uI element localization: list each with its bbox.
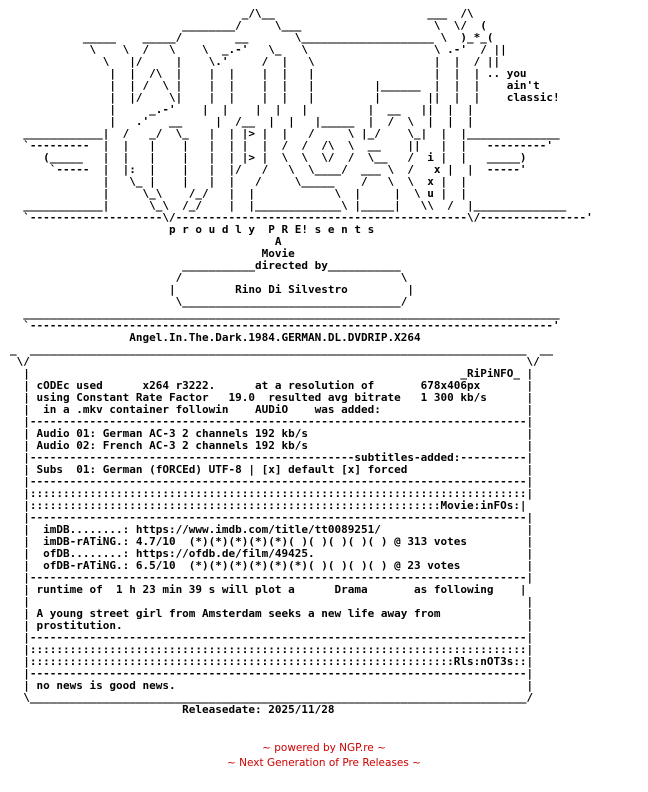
nfo-line: |---------------------------------------… (10, 415, 534, 428)
nfo-line: _____ _____/ __ \____________________ \ … (10, 31, 494, 44)
nfo-line: p r o u d l y P R E! s e n t s (10, 223, 375, 236)
nfo-line: |---------------------------------------… (10, 571, 534, 584)
nfo-line: | A young street girl from Amsterdam see… (10, 607, 534, 620)
nfo-line: |---------------------------------------… (10, 475, 534, 488)
nfo-line: | | (10, 595, 534, 608)
nfo-line: | ofDB-rATiNG.: 6.5/10 (*)(*)(*)(*)(*)(*… (10, 559, 534, 572)
nfo-line: | no news is good news. | (10, 679, 534, 692)
nfo-line: | \_\ /_/ | | \ | | \ u | | (10, 187, 467, 200)
nfo-line: \ \ / \ \ _.-' \_ \ \ .-' / || (10, 43, 507, 56)
nfo-line: A (10, 235, 282, 248)
nfo-line: | \_ | | | | / \_____ / \ \ x | | (10, 175, 467, 188)
site-footer: ~ powered by NGP.re ~ ~ Next Generation … (0, 741, 648, 771)
nfo-line: |:::::::::::::::::::::::::::::::::::::::… (10, 487, 534, 500)
nfo-line: | .' __ | /__ | | |_____ | / \ | | | (10, 115, 474, 128)
nfo-line: | Rino Di Silvestro | (10, 283, 414, 296)
nfo-text-block: _/\__ ___ /\ ________/ \___ \ \/ ( _____… (10, 8, 593, 716)
nfo-line: |:::::::::::::::::::::::::::::::::::::::… (10, 643, 534, 656)
nfo-line: `--------- | | | | | | | | / / /\ \ __ |… (10, 139, 554, 152)
nfo-line: | using Constant Rate Factor 19.0 result… (10, 391, 534, 404)
nfo-line: | Subs 01: German (fORCEd) UTF-8 | [x] d… (10, 463, 534, 476)
footer-tagline: ~ Next Generation of Pre Releases ~ (227, 757, 421, 769)
nfo-line: |---------------------------------------… (10, 511, 534, 524)
nfo-line: |---------------------------------------… (10, 667, 534, 680)
footer-powered-by[interactable]: ~ powered by NGP.re ~ (262, 742, 386, 754)
nfo-line: Angel.In.The.Dark.1984.GERMAN.DL.DVDRIP.… (10, 331, 421, 344)
nfo-line: Releasedate: 2025/11/28 (10, 703, 335, 716)
nfo-line: / \ (10, 271, 408, 284)
nfo-line: | Audio 02: French AC-3 2 channels 192 k… (10, 439, 534, 452)
nfo-line: ________/ \___ \ \/ ( (10, 19, 487, 32)
nfo-line: |:::::::::::::::::::::::::::::::::::::::… (10, 655, 534, 668)
nfo-line: `----- | |: | | | |/ / \ \____/ ___ \ / … (10, 163, 527, 176)
nfo-line: \/ \/ (10, 355, 540, 368)
nfo-line: _/\__ ___ /\ (10, 7, 474, 20)
nfo-line: ________________________________________… (10, 307, 560, 320)
nfo-line: | prostitution. | (10, 619, 534, 632)
nfo-line: ___________directed by___________ (10, 259, 401, 272)
nfo-line: | Audio 01: German AC-3 2 channels 192 k… (10, 427, 534, 440)
nfo-line: | |/ \| | | | | | | || | | classic! (10, 91, 560, 104)
nfo-line: | | / \ | | | | | | |______ | | | ain't (10, 79, 540, 92)
nfo-line: ____________| / _/ \_ | | |> | | / \ |_/… (10, 127, 560, 140)
nfo-line: \_______________________________________… (10, 691, 534, 704)
nfo-line: \_________________________________/ (10, 295, 408, 308)
nfo-line: Movie (10, 247, 295, 260)
nfo-line: |---------------------------------------… (10, 631, 534, 644)
nfo-line: `---------------------------------------… (10, 319, 560, 332)
nfo-line: `--------------------\/-----------------… (10, 211, 593, 224)
nfo-line: ____________| \_\ /_/ | |_____________\ … (10, 199, 567, 212)
nfo-line: | | /\ | | | | | | | | | .. you (10, 67, 527, 80)
nfo-line: | _RiPiNFO_ | (10, 367, 534, 380)
nfo-line: | in a .mkv container followin AUDiO was… (10, 403, 534, 416)
nfo-line: | runtime of 1 h 23 min 39 s will plot a… (10, 583, 527, 596)
nfo-line: \ |/ | \.' / | \ | | / || (10, 55, 507, 68)
nfo-line: | _.-' | | | | | | __ || | | (10, 103, 474, 116)
nfo-line: | imDB-rATiNG.: 4.7/10 (*)(*)(*)(*)(*)( … (10, 535, 534, 548)
nfo-line: |:::::::::::::::::::::::::::::::::::::::… (10, 499, 527, 512)
nfo-line[interactable]: | ofDB........: https://ofdb.de/film/494… (10, 547, 534, 560)
nfo-line: |---------------------------------------… (10, 451, 534, 464)
nfo-line[interactable]: | imDB........: https://www.imdb.com/tit… (10, 523, 534, 536)
nfo-line: _ ______________________________________… (10, 343, 554, 356)
nfo-line: | cODEc used x264 r3222. at a resolution… (10, 379, 534, 392)
nfo-line: (_____ | | | | | | |> | \ \ \/ / \__ / i… (10, 151, 527, 164)
